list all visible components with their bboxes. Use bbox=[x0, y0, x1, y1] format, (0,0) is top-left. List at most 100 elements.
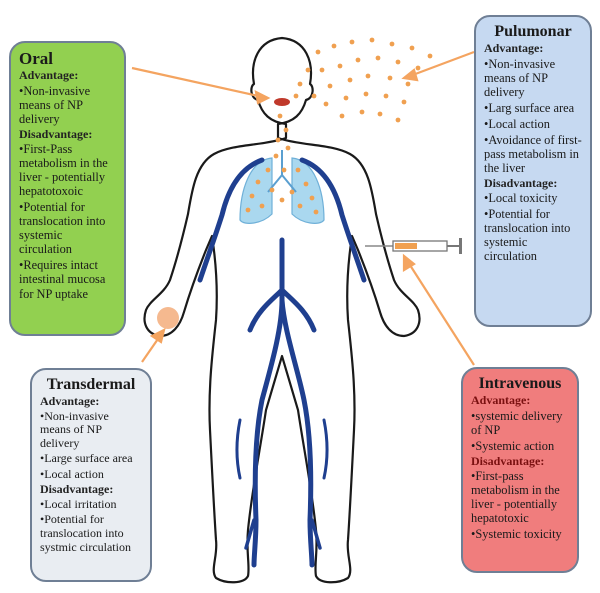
nanoparticle-dot bbox=[327, 83, 333, 89]
transdermal-panel: Transdermal Advantage: •Non-invasive mea… bbox=[30, 368, 152, 582]
nanoparticle-dot bbox=[337, 63, 343, 69]
list-item: •First-pass metabolism in the liver - po… bbox=[471, 469, 560, 526]
nanoparticle-dot bbox=[347, 77, 353, 83]
nanoparticle-dot bbox=[415, 65, 421, 71]
pulmonar-arrowhead bbox=[401, 68, 419, 82]
list-item: •Requires intact intestinal mucosa for N… bbox=[19, 258, 106, 301]
nanoparticle-dot bbox=[305, 67, 311, 73]
nanoparticle-dot bbox=[293, 93, 299, 99]
list-item: •Non-invasive means of NP delivery bbox=[484, 56, 556, 99]
list-item: •Non-invasive means of NP delivery bbox=[19, 83, 91, 126]
nanoparticle-dot bbox=[297, 81, 303, 87]
intravenous-arrow bbox=[407, 261, 475, 366]
nanoparticle-dot bbox=[383, 93, 389, 99]
intravenous-arrowhead bbox=[402, 253, 416, 272]
intravenous-panel: Intravenous Advantage: •systemic deliver… bbox=[461, 367, 579, 573]
nanoparticle-dot bbox=[295, 167, 301, 173]
nanoparticle-dot bbox=[297, 203, 303, 209]
transdermal-advantage-heading: Advantage: bbox=[40, 394, 100, 409]
nanoparticle-dot bbox=[319, 67, 325, 73]
nanoparticle-dot bbox=[401, 99, 407, 105]
nanoparticle-dot bbox=[273, 153, 279, 159]
intravenous-title: Intravenous bbox=[478, 375, 562, 392]
blood-vessels-icon bbox=[197, 157, 367, 568]
nanoparticle-dot bbox=[289, 189, 295, 195]
lungs-icon bbox=[239, 150, 325, 224]
nanoparticle-dot bbox=[269, 187, 275, 193]
list-item: •Local action bbox=[40, 466, 104, 481]
intravenous-advantage-heading: Advantage: bbox=[471, 393, 531, 408]
nanoparticle-dot bbox=[331, 43, 337, 49]
transdermal-title: Transdermal bbox=[46, 376, 136, 393]
oral-advantage-heading: Advantage: bbox=[19, 68, 79, 83]
pulmonar-panel: Pulumonar Advantage: •Non-invasive means… bbox=[474, 15, 592, 327]
nanoparticle-dot bbox=[395, 117, 401, 123]
list-item: •systemic delivery of NP bbox=[471, 408, 563, 437]
list-item: •Systemic action bbox=[471, 438, 555, 453]
list-item: •Local irritation bbox=[40, 496, 117, 511]
transdermal-advantage-list: •Non-invasive means of NP delivery •Larg… bbox=[40, 408, 142, 482]
list-item: •Systemic toxicity bbox=[471, 527, 562, 542]
transdermal-disadvantage-heading: Disadvantage: bbox=[40, 482, 114, 497]
list-item: •Potential for translocation into system… bbox=[19, 200, 106, 257]
pulmonar-advantage-heading: Advantage: bbox=[484, 41, 544, 56]
pulmonar-title: Pulumonar bbox=[494, 23, 572, 40]
nanoparticle-dot bbox=[313, 209, 319, 215]
nanoparticle-dot bbox=[323, 101, 329, 107]
nanoparticle-dot bbox=[355, 57, 361, 63]
nanoparticle-dot bbox=[409, 45, 415, 51]
oral-advantage-list: •Non-invasive means of NP delivery bbox=[19, 84, 116, 126]
pulmonar-disadvantage-list: •Local toxicity •Potential for transloca… bbox=[484, 191, 582, 263]
nanoparticle-dot bbox=[259, 203, 265, 209]
oral-title: Oral bbox=[19, 49, 53, 68]
nanoparticle-dot bbox=[343, 95, 349, 101]
human-body-outline-icon bbox=[143, 36, 421, 584]
list-item: •Large surface area bbox=[40, 451, 133, 466]
intravenous-disadvantage-heading: Disadvantage: bbox=[471, 453, 545, 468]
nanoparticle-dot bbox=[369, 37, 375, 43]
nanoparticle-dot bbox=[363, 91, 369, 97]
nanoparticle-dot bbox=[309, 195, 315, 201]
nanoparticle-dot bbox=[365, 73, 371, 79]
nanoparticle-dot bbox=[249, 193, 255, 199]
nanoparticle-dot bbox=[315, 49, 321, 55]
syringe-icon bbox=[365, 238, 462, 254]
list-item: •Local toxicity bbox=[484, 191, 558, 206]
intravenous-advantage-list: •systemic delivery of NP •Systemic actio… bbox=[471, 409, 569, 453]
nanoparticle-dot bbox=[387, 75, 393, 81]
transdermal-disadvantage-list: •Local irritation •Potential for translo… bbox=[40, 496, 142, 554]
nanoparticle-dot bbox=[377, 111, 383, 117]
nanoparticle-dot bbox=[277, 113, 283, 119]
intravenous-disadvantage-list: •First-pass metabolism in the liver - po… bbox=[471, 469, 569, 541]
nanoparticle-dot bbox=[245, 207, 251, 213]
nanoparticle-dot bbox=[349, 39, 355, 45]
oral-arrow bbox=[131, 66, 264, 99]
nanoparticle-dot bbox=[281, 167, 287, 173]
nanoparticle-dot bbox=[311, 93, 317, 99]
nanoparticle-dots-icon bbox=[245, 37, 433, 215]
list-item: •Non-invasive means of NP delivery bbox=[40, 408, 109, 450]
nanoparticle-dot bbox=[405, 81, 411, 87]
nanoparticle-dot bbox=[275, 137, 281, 143]
skin-patch-icon bbox=[157, 307, 179, 329]
pulmonar-disadvantage-heading: Disadvantage: bbox=[484, 175, 558, 190]
nanoparticle-dot bbox=[255, 179, 261, 185]
nanoparticle-dot bbox=[359, 109, 365, 115]
nanoparticle-dot bbox=[375, 55, 381, 61]
nanoparticle-dot bbox=[285, 145, 291, 151]
list-item: •Potential for translocation into system… bbox=[484, 207, 571, 264]
pulmonar-arrow bbox=[409, 50, 475, 78]
nanoparticle-dot bbox=[427, 53, 433, 59]
nanoparticle-dot bbox=[389, 41, 395, 47]
mouth-icon bbox=[274, 98, 290, 106]
oral-disadvantage-heading: Disadvantage: bbox=[19, 126, 93, 141]
list-item: •Potential for translocation into systmi… bbox=[40, 512, 131, 554]
transdermal-arrowhead bbox=[149, 327, 166, 344]
nanoparticle-dot bbox=[265, 167, 271, 173]
nanoparticle-dot bbox=[303, 181, 309, 187]
nanoparticle-dot bbox=[339, 113, 345, 119]
arrows bbox=[131, 50, 475, 366]
list-item: •Avoidance of first-pass metabolism in t… bbox=[484, 132, 582, 175]
